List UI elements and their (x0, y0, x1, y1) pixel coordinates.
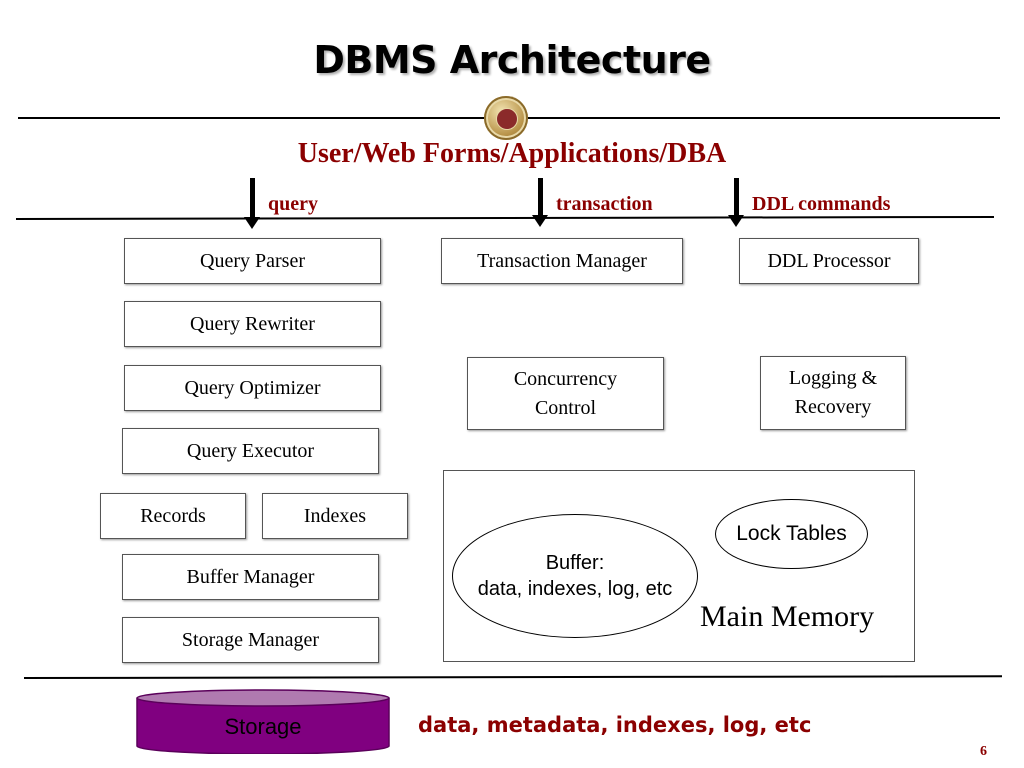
logging-recovery-box: Logging & Recovery (760, 356, 906, 430)
storage-cylinder-icon (136, 689, 390, 754)
logging-recovery-line-2: Recovery (794, 396, 872, 418)
lock-tables-label: Lock Tables (736, 522, 847, 545)
buffer-label-line-2: data, indexes, log, etc (477, 578, 673, 600)
records-box: Records (100, 493, 246, 539)
storage-divider (23, 675, 1003, 679)
query-parser-box: Query Parser (124, 238, 381, 284)
storage-label: Storage (224, 714, 302, 739)
concurrency-control-box: Concurrency Control (467, 357, 664, 430)
interface-divider (15, 215, 994, 220)
indexes-box: Indexes (262, 493, 408, 539)
lane-label-transaction: transaction (556, 193, 653, 215)
buffer-label-line-1: Buffer: (545, 552, 605, 574)
concurrency-control-line-1: Concurrency (513, 367, 618, 390)
query-arrow-shaft (250, 178, 255, 218)
users-heading: User/Web Forms/Applications/DBA (297, 138, 727, 169)
query-arrow-head-icon (244, 217, 260, 229)
query-rewriter-box: Query Rewriter (124, 301, 381, 347)
storage-description: data, metadata, indexes, log, etc (418, 713, 812, 737)
logging-recovery-line-1: Logging & (788, 367, 878, 389)
transaction-manager-box: Transaction Manager (441, 238, 683, 284)
buffer-manager-box: Buffer Manager (122, 554, 379, 600)
lock-tables-ellipse: Lock Tables (715, 499, 868, 569)
transaction-arrow-head-icon (532, 215, 548, 227)
main-memory-label: Main Memory (700, 600, 875, 633)
lane-label-query: query (268, 193, 318, 215)
concurrency-control-line-2: Control (534, 396, 597, 419)
ddl-arrow-shaft (734, 178, 739, 216)
ddl-processor-box: DDL Processor (739, 238, 919, 284)
transaction-arrow-shaft (538, 178, 543, 216)
page-title: DBMS Architecture (313, 38, 711, 82)
page-number: 6 (980, 744, 987, 759)
lane-label-ddl: DDL commands (752, 193, 891, 215)
university-seal-icon (484, 96, 528, 140)
query-optimizer-box: Query Optimizer (124, 365, 381, 411)
buffer-ellipse: Buffer: data, indexes, log, etc (452, 514, 698, 638)
ddl-arrow-head-icon (728, 215, 744, 227)
query-executor-box: Query Executor (122, 428, 379, 474)
storage-manager-box: Storage Manager (122, 617, 379, 663)
